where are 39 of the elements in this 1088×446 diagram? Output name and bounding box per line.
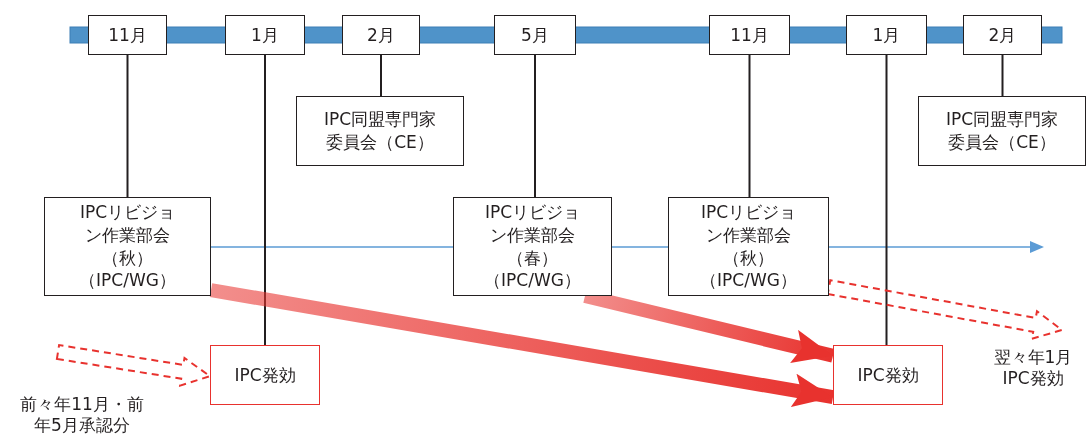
box-text: IPCリビジョン作業部会（秋）（IPC/WG） <box>78 200 177 293</box>
dashed-block-arrow <box>826 279 1065 341</box>
box-text: 5月 <box>521 23 549 47</box>
note-text: 前々年11月・前年5月承認分 <box>20 394 144 437</box>
working-group-box <box>453 197 612 296</box>
box-text: IPC同盟専門家委員会（CE） <box>322 108 438 154</box>
note-text: 翌々年1月 IPC発効 <box>992 347 1074 390</box>
connector-line <box>885 54 888 346</box>
month-box <box>494 15 576 55</box>
effect-box <box>833 345 943 405</box>
box-text: IPC同盟専門家委員会（CE） <box>944 108 1060 154</box>
connector-line <box>126 54 129 198</box>
connector-line <box>1001 54 1004 97</box>
month-box <box>846 15 927 55</box>
box-text: IPCリビジョン作業部会（春）（IPC/WG） <box>483 200 582 293</box>
connector-line <box>748 54 751 198</box>
month-box <box>709 15 790 55</box>
committee-box <box>296 96 464 166</box>
box-text: 1月 <box>251 23 279 47</box>
connector-line <box>380 54 382 97</box>
box-text: IPCリビジョン作業部会（秋）（IPC/WG） <box>699 200 798 293</box>
thick-arrow <box>209 283 835 408</box>
connector-line <box>534 54 536 198</box>
box-text: 1月 <box>872 23 901 47</box>
month-box <box>342 15 420 55</box>
box-text: 2月 <box>367 23 395 47</box>
box-text: IPC発効 <box>857 363 919 387</box>
connector-line <box>264 54 266 346</box>
month-box <box>225 15 305 55</box>
box-text: 11月 <box>108 23 147 47</box>
committee-box <box>918 96 1086 166</box>
box-text: IPC発効 <box>234 363 296 387</box>
working-group-box <box>44 197 211 296</box>
working-group-box <box>668 197 829 296</box>
box-text: 11月 <box>730 23 769 47</box>
box-text: 2月 <box>988 23 1017 47</box>
month-box <box>88 15 167 55</box>
month-box <box>963 15 1042 55</box>
effect-box <box>210 345 320 405</box>
